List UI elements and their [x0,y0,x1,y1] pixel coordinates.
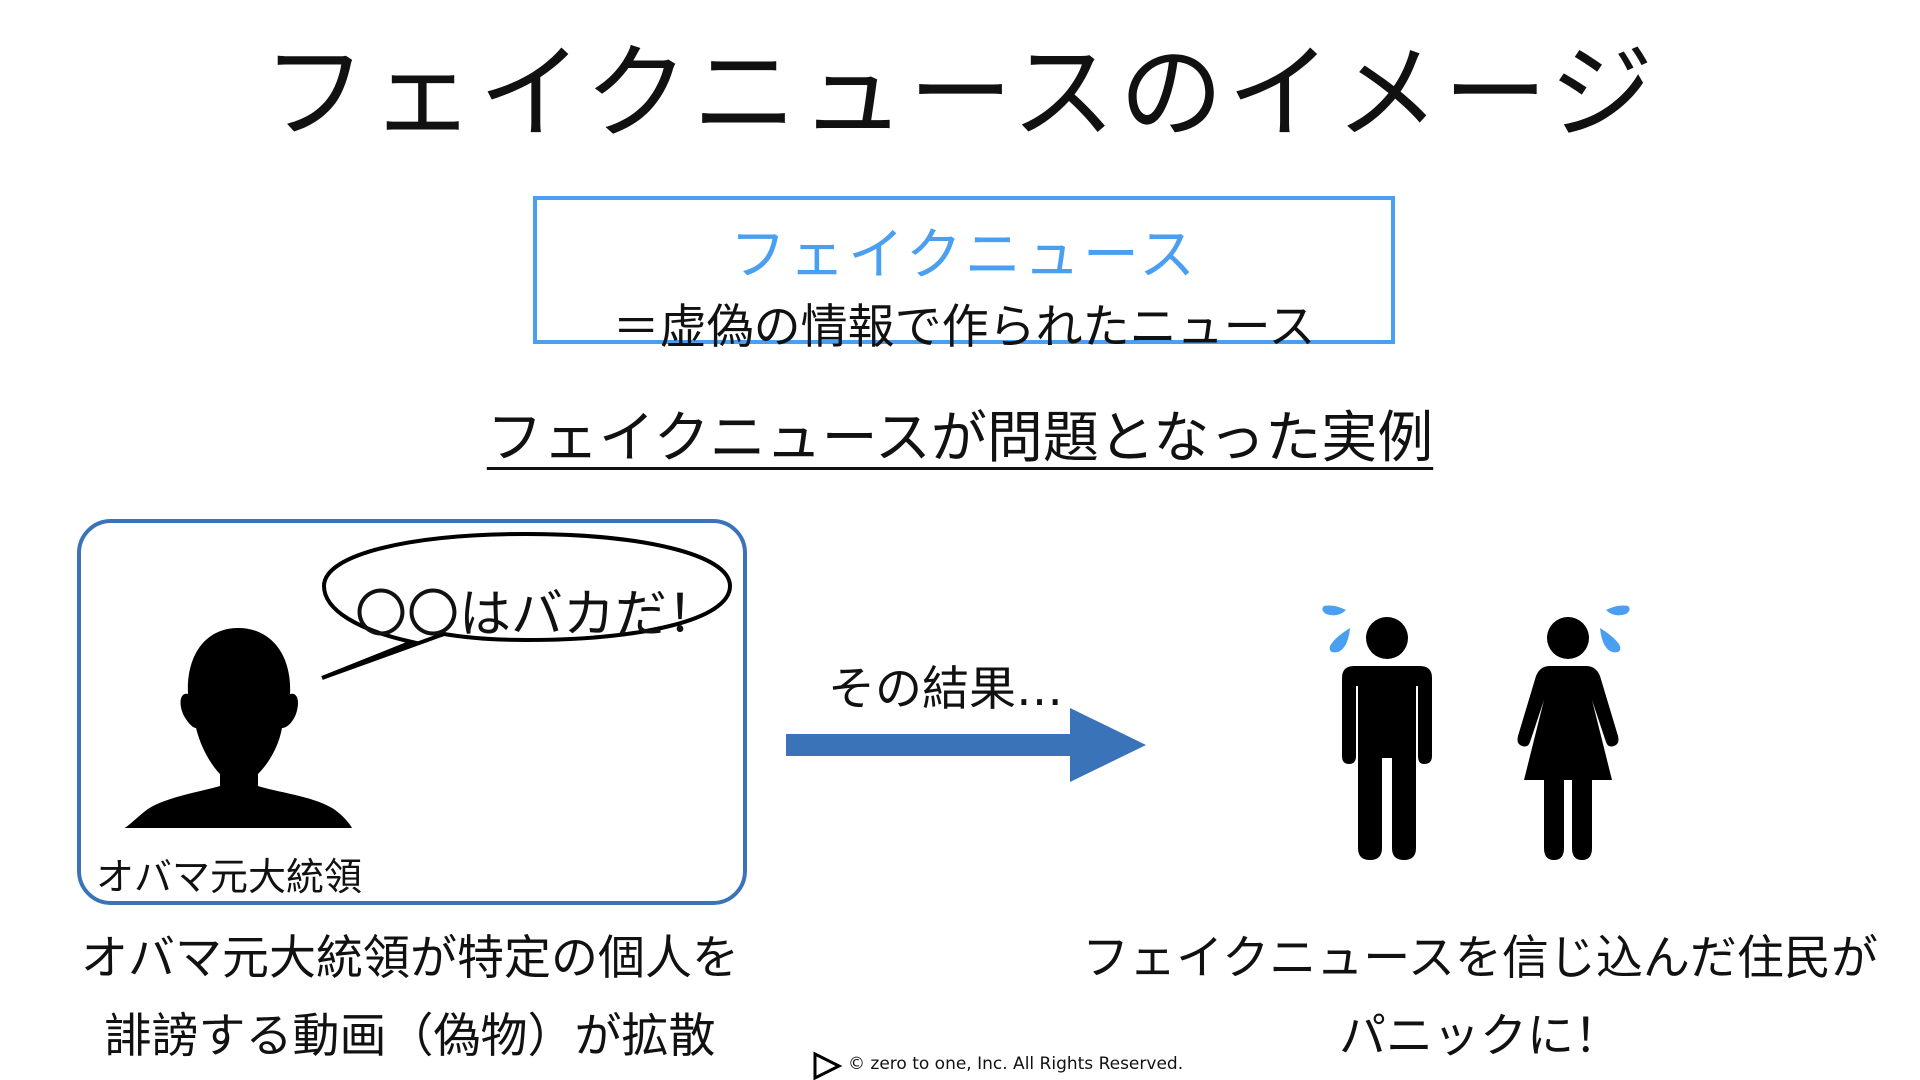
left-caption-line2: 誹謗する動画（偽物）が拡散 [104,1009,716,1064]
sweat-drop-icon [1322,605,1350,653]
example-heading: フェイクニュースが問題となった実例 [0,408,1920,470]
left-caption-line1: オバマ元大統領が特定の個人を [81,931,739,986]
left-caption: オバマ元大統領が特定の個人を 誹謗する動画（偽物）が拡散 [30,920,790,1076]
sweat-drop-icon [1600,605,1630,653]
person-silhouette-icon [124,628,352,828]
result-label: その結果… [828,662,1063,717]
man-icon [1342,617,1432,860]
play-logo-icon [813,1051,843,1080]
arrow-right-icon [786,708,1146,782]
obama-panel [77,519,747,905]
right-caption-line2: パニックに！ [1339,1009,1621,1064]
page-title: フェイクニュースのイメージ [262,32,1658,154]
example-heading-text: フェイクニュースが問題となった実例 [486,406,1434,471]
definition-text: ＝虚偽の情報で作られたニュース [612,300,1316,355]
copyright-text: © zero to one, Inc. All Rights Reserved. [848,1054,1184,1074]
speech-bubble-icon [321,531,733,680]
definition-box: フェイクニュース ＝虚偽の情報で作られたニュース [533,196,1395,355]
woman-icon [1517,617,1619,860]
speech-bubble-text: 〇〇はバカだ！ [355,585,720,645]
person-label: オバマ元大統領 [96,855,363,899]
right-caption-line1: フェイクニュースを信じ込んだ住民が [1082,931,1878,986]
definition-term: フェイクニュース [729,223,1199,288]
right-caption: フェイクニュースを信じ込んだ住民が パニックに！ [1040,920,1920,1076]
